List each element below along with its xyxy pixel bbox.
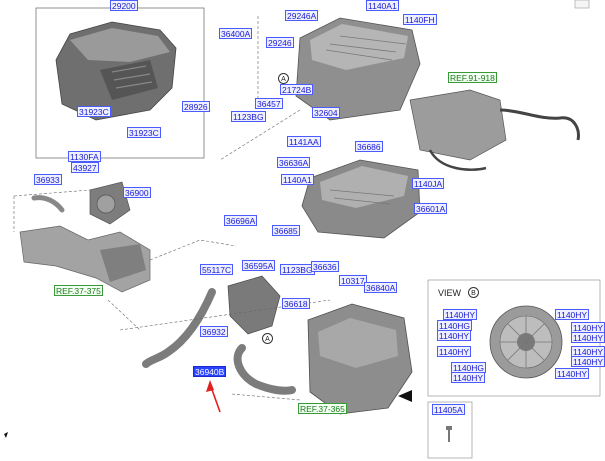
label-ref-37-365[interactable]: REF.37-365 [298,403,347,414]
label-29246[interactable]: 29246 [266,37,294,48]
highlight-arrow [206,380,221,413]
label-55117c[interactable]: 55117C [200,264,234,275]
view-b-label-1140hy-10[interactable]: 1140HY [555,368,590,379]
label-36900[interactable]: 36900 [123,187,151,198]
thermostat-assembly [19,225,151,293]
view-b-motor-face [489,305,563,379]
label-21724b[interactable]: 21724B [280,84,314,95]
label-36636[interactable]: 36636 [311,261,339,272]
bolt-icon [446,426,452,442]
view-b-label-1140hy-2[interactable]: 1140HY [555,309,590,320]
label-31923c-b[interactable]: 31923C [127,127,161,138]
view-b-label-1140hy-3[interactable]: 1140HY [437,330,472,341]
direction-arrow [398,390,412,402]
label-36932[interactable]: 36932 [200,326,228,337]
lower-inverter [301,159,421,239]
upper-inverter [295,17,421,121]
motor-housing [307,303,413,415]
label-36636a[interactable]: 36636A [277,157,311,168]
label-ref-37-375[interactable]: REF.37-375 [54,285,103,296]
marker-a-lower: A [262,333,273,344]
hose-36933 [31,195,65,213]
label-36400a[interactable]: 36400A [219,28,253,39]
label-ref-91-918[interactable]: REF.91-918 [448,72,497,83]
engine-cover [55,21,177,121]
label-10317[interactable]: 10317 [339,275,367,286]
label-43927[interactable]: 43927 [71,162,99,173]
label-36685[interactable]: 36685 [272,225,300,236]
label-1140fh[interactable]: 1140FH [403,14,437,25]
label-29200[interactable]: 29200 [110,0,138,11]
view-b-title: VIEW [438,288,462,298]
label-36696a[interactable]: 36696A [224,215,258,226]
view-b-label-1140hy-8[interactable]: 1140HY [571,356,605,367]
label-36457[interactable]: 36457 [255,98,283,109]
label-31923c-a[interactable]: 31923C [77,106,111,117]
view-b-label-1140hy-9[interactable]: 1140HY [451,372,486,383]
label-36686[interactable]: 36686 [355,141,383,152]
label-1141aa[interactable]: 1141AA [287,136,321,147]
label-1140a1-mid[interactable]: 1140A1 [281,174,314,185]
hose-36940B [233,344,296,395]
label-36840a[interactable]: 36840A [364,282,398,293]
label-1140ja[interactable]: 1140JA [412,178,445,189]
label-1140a1-top[interactable]: 1140A1 [366,0,399,11]
label-1130fa[interactable]: 1130FA [68,151,101,162]
label-36940b-highlighted[interactable]: 36940B [193,366,227,377]
wiring-harness [409,89,580,171]
view-b-marker: B [468,287,479,298]
view-b-label-1140hy-6[interactable]: 1140HY [437,346,472,357]
navigation-star-icon [4,432,8,438]
label-36595a[interactable]: 36595A [242,260,276,271]
label-32604[interactable]: 32604 [312,107,340,118]
corner-icon[interactable] [574,0,590,9]
view-b-label-1140hy-5[interactable]: 1140HY [571,332,605,343]
label-36601a[interactable]: 36601A [414,203,448,214]
label-28926[interactable]: 28926 [182,101,210,112]
label-11405a[interactable]: 11405A [432,404,465,415]
view-b-label-1140hy-1[interactable]: 1140HY [443,309,478,320]
label-36618[interactable]: 36618 [282,298,310,309]
label-36933[interactable]: 36933 [34,174,62,185]
label-1123bg-a[interactable]: 1123BG [231,111,266,122]
water-pump [89,181,131,225]
label-1123bg-b[interactable]: 1123BG [280,264,315,275]
marker-a-top: A [278,73,289,84]
bolt-box [427,401,473,459]
bracket-36618 [227,275,281,335]
hose-36932 [142,288,216,368]
label-29246a[interactable]: 29246A [285,10,319,21]
